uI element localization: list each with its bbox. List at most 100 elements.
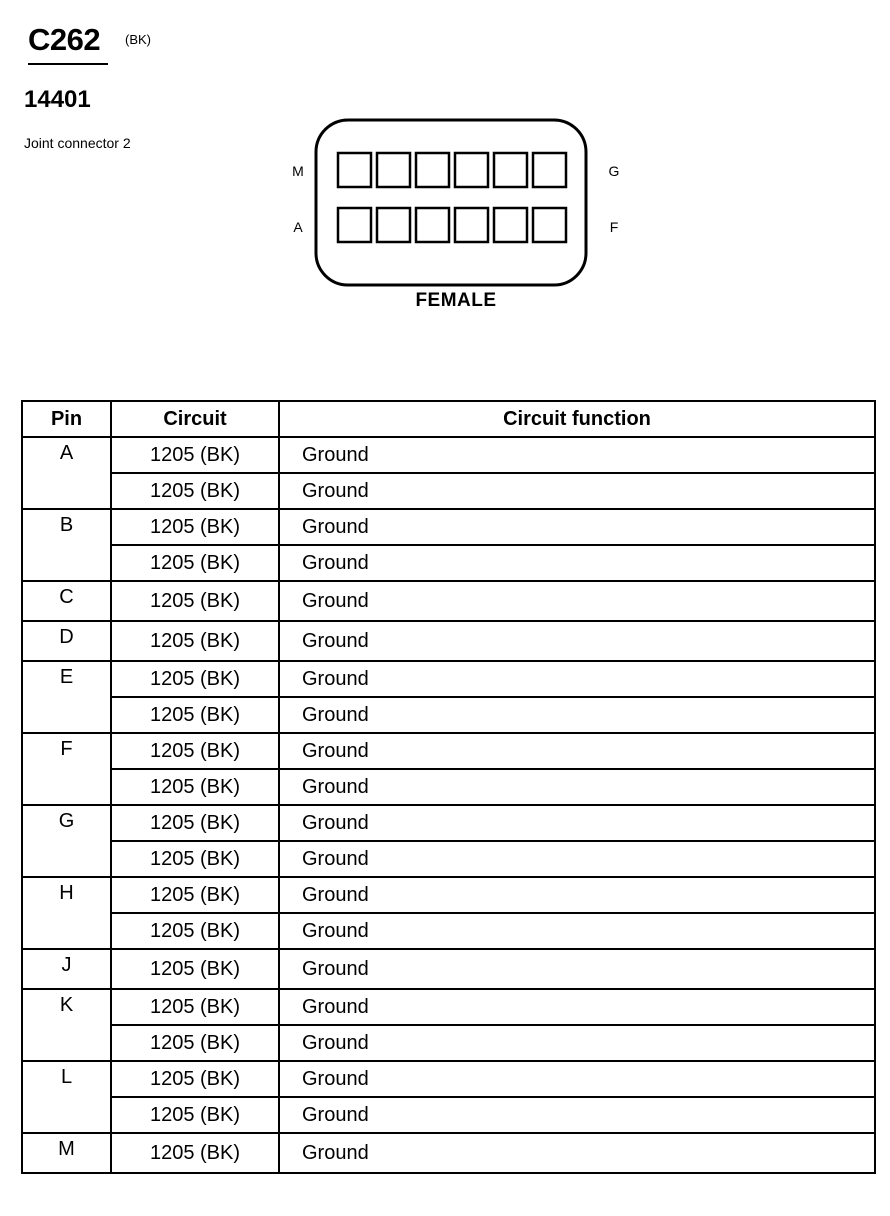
pin-label-bottom-left: A: [293, 219, 303, 235]
pin-cell: B: [21, 508, 112, 582]
connector-id-underline: [28, 63, 108, 65]
table-row: 1205 (BK)Ground: [22, 696, 876, 734]
circuit-function-cell: Ground: [278, 580, 876, 622]
pin-cavity: [336, 206, 373, 244]
connector-id: C262: [28, 22, 101, 57]
part-number: 14401: [24, 86, 91, 113]
circuit-cell: 1205 (BK): [110, 1096, 280, 1134]
column-header-circuit: Circuit: [110, 400, 280, 438]
cavity-row-top: [336, 151, 568, 189]
pin-cell: E: [21, 660, 112, 734]
connector-gender-label: FEMALE: [415, 290, 497, 311]
circuit-function-cell: Ground: [278, 436, 876, 474]
circuit-cell: 1205 (BK): [110, 544, 280, 582]
circuit-cell: 1205 (BK): [110, 876, 280, 914]
circuit-cell: 1205 (BK): [110, 508, 280, 546]
connector-description: Joint connector 2: [24, 135, 131, 151]
circuit-cell: 1205 (BK): [110, 912, 280, 950]
connector-face-diagram: M A G F: [292, 118, 620, 287]
pin-cell: L: [21, 1060, 112, 1134]
pin-cavity: [375, 151, 412, 189]
pin-cavity: [492, 151, 529, 189]
pin-label-top-left: M: [292, 163, 304, 179]
pin-cell: A: [21, 436, 112, 510]
circuit-function-cell: Ground: [278, 1132, 876, 1174]
pin-cavity: [492, 206, 529, 244]
circuit-function-cell: Ground: [278, 840, 876, 878]
circuit-function-cell: Ground: [278, 988, 876, 1026]
circuit-function-cell: Ground: [278, 1024, 876, 1062]
pin-cavity: [531, 151, 568, 189]
circuit-function-cell: Ground: [278, 1096, 876, 1134]
table-row: 1205 (BK)Ground: [22, 472, 876, 510]
circuit-function-cell: Ground: [278, 660, 876, 698]
pin-cell: H: [21, 876, 112, 950]
pin-cell: C: [21, 580, 112, 622]
pin-cavity: [531, 206, 568, 244]
connector-housing: [314, 118, 588, 287]
circuit-cell: 1205 (BK): [110, 1060, 280, 1098]
circuit-function-cell: Ground: [278, 696, 876, 734]
circuit-function-cell: Ground: [278, 620, 876, 662]
table-row: 1205 (BK)Ground: [22, 768, 876, 806]
column-header-function: Circuit function: [278, 400, 876, 438]
pin-cavity: [336, 151, 373, 189]
circuit-cell: 1205 (BK): [110, 732, 280, 770]
pin-label-top-right: G: [609, 163, 620, 179]
circuit-cell: 1205 (BK): [110, 472, 280, 510]
column-header-pin: Pin: [21, 400, 112, 438]
circuit-cell: 1205 (BK): [110, 948, 280, 990]
pin-cavity: [414, 151, 451, 189]
circuit-cell: 1205 (BK): [110, 1132, 280, 1174]
pin-cell: G: [21, 804, 112, 878]
circuit-function-cell: Ground: [278, 804, 876, 842]
circuit-cell: 1205 (BK): [110, 804, 280, 842]
circuit-function-cell: Ground: [278, 732, 876, 770]
pin-cell: F: [21, 732, 112, 806]
circuit-cell: 1205 (BK): [110, 436, 280, 474]
table-row: 1205 (BK)Ground: [22, 544, 876, 582]
pin-cell: D: [21, 620, 112, 662]
pin-cell: M: [21, 1132, 112, 1174]
circuit-cell: 1205 (BK): [110, 620, 280, 662]
circuit-cell: 1205 (BK): [110, 840, 280, 878]
circuit-cell: 1205 (BK): [110, 696, 280, 734]
pin-label-bottom-right: F: [610, 219, 619, 235]
circuit-cell: 1205 (BK): [110, 988, 280, 1026]
circuit-function-cell: Ground: [278, 768, 876, 806]
pin-cavity: [453, 206, 490, 244]
pin-cavity: [375, 206, 412, 244]
circuit-function-cell: Ground: [278, 912, 876, 950]
circuit-cell: 1205 (BK): [110, 580, 280, 622]
circuit-cell: 1205 (BK): [110, 1024, 280, 1062]
connector-color: (BK): [125, 32, 151, 47]
table-row: 1205 (BK)Ground: [22, 1024, 876, 1062]
table-row: 1205 (BK)Ground: [22, 1096, 876, 1134]
circuit-function-cell: Ground: [278, 472, 876, 510]
circuit-function-cell: Ground: [278, 876, 876, 914]
circuit-cell: 1205 (BK): [110, 660, 280, 698]
table-header-row: Pin Circuit Circuit function: [21, 400, 876, 438]
pin-cell: K: [21, 988, 112, 1062]
circuit-function-cell: Ground: [278, 508, 876, 546]
cavity-row-bottom: [336, 206, 568, 244]
pin-cavity: [414, 206, 451, 244]
circuit-cell: 1205 (BK): [110, 768, 280, 806]
circuit-function-cell: Ground: [278, 948, 876, 990]
table-row: 1205 (BK)Ground: [22, 912, 876, 950]
table-row: 1205 (BK)Ground: [22, 840, 876, 878]
pin-cavity: [453, 151, 490, 189]
